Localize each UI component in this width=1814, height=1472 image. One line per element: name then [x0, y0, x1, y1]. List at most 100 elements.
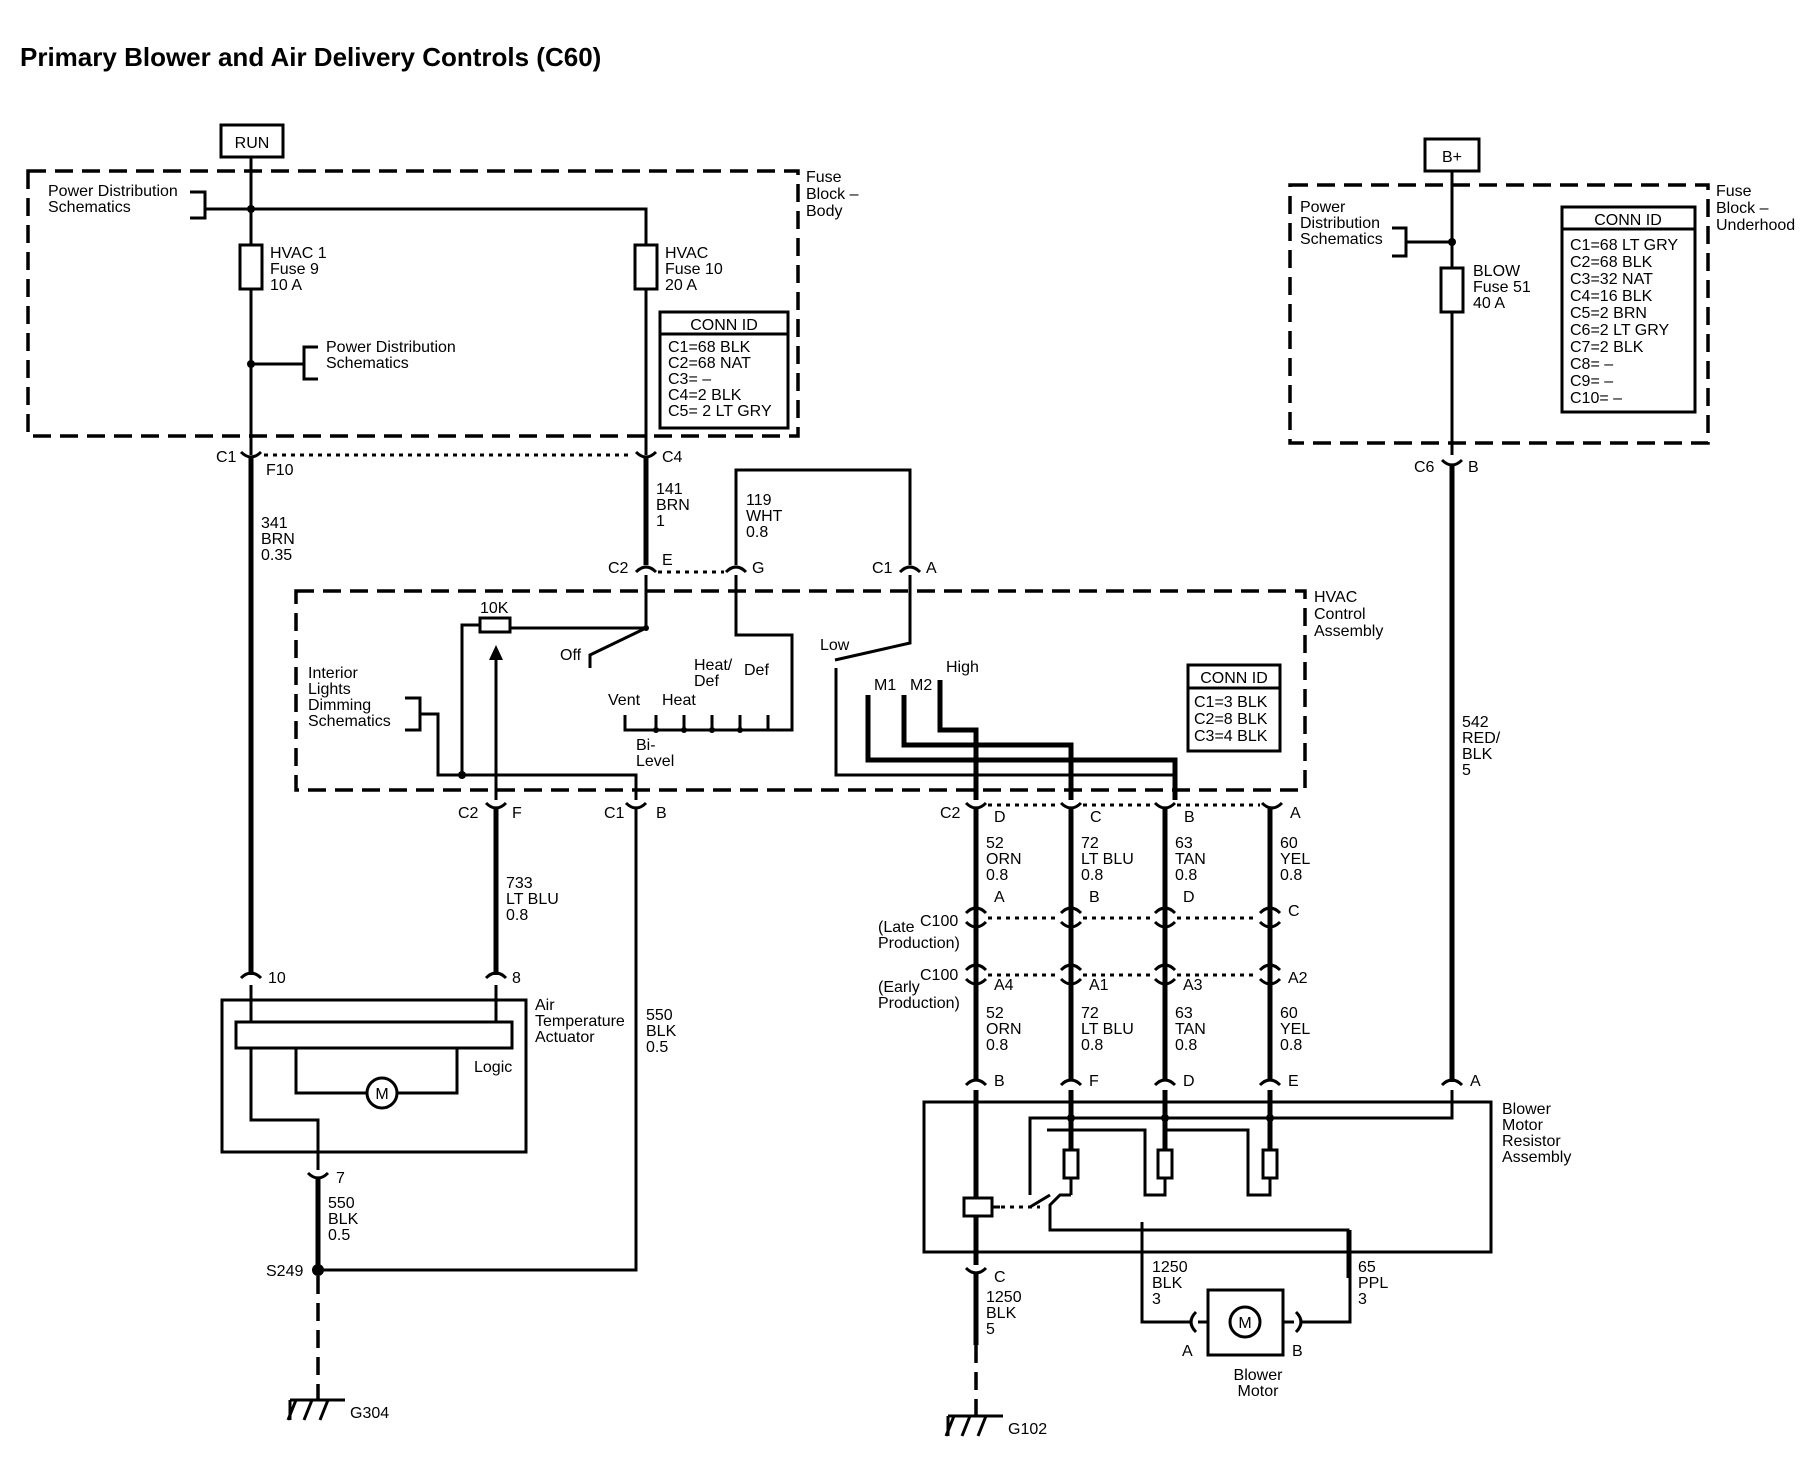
pin-label: 8 [512, 970, 521, 987]
wire-label: 341 [261, 515, 288, 532]
conn-id-title: CONN ID [1200, 670, 1268, 687]
fuse-block-underhood-outline [1288, 183, 1710, 445]
splice-dot [1266, 1114, 1274, 1122]
splice-dot [1161, 1114, 1169, 1122]
conn-id-row: C2=68 NAT [668, 355, 751, 372]
fuse-9-label: HVAC 1 [270, 245, 327, 262]
connector-c2-f [484, 801, 508, 810]
actuator-motor-icon [365, 1076, 399, 1110]
connector-blower-motor [1189, 1310, 1303, 1334]
connector-c1-b [624, 801, 648, 810]
actuator-label: Actuator [535, 1029, 595, 1046]
fuse-block-body-label: Body [806, 203, 842, 220]
conn-label: B [1184, 809, 1195, 826]
ild-label: Schematics [308, 713, 391, 730]
conn-label: E [662, 552, 673, 569]
conn-id-hvac-table [1186, 663, 1282, 753]
wire-label: 1250 [1152, 1259, 1188, 1276]
conn-label: (Late [878, 919, 915, 936]
wire-label: 72 [1081, 835, 1099, 852]
actuator-label: Air [535, 997, 555, 1014]
conn-label: C1 [604, 805, 625, 822]
conn-label: C100 [920, 967, 958, 984]
fuse-10-label: Fuse 10 [665, 261, 723, 278]
wire-label: BRN [656, 497, 690, 514]
conn-id-row: C1=3 BLK [1194, 694, 1268, 711]
wire-label: LT BLU [1081, 851, 1134, 868]
wire-label: 1 [656, 513, 665, 530]
conn-label: C2 [458, 805, 479, 822]
resistor-element [1261, 1148, 1279, 1180]
wire-label: 0.8 [1280, 1037, 1302, 1054]
wire-label: 0.8 [1175, 1037, 1197, 1054]
conn-label: A1 [1089, 977, 1109, 994]
wire-label: ORN [986, 1021, 1022, 1038]
conn-label: G [752, 560, 764, 577]
fuse-10 [633, 243, 659, 291]
splice-s249 [312, 1264, 324, 1276]
wire-label: BLK [1152, 1275, 1183, 1292]
switch-label: Heat [662, 692, 696, 709]
connector-c6-b [1440, 458, 1464, 467]
conn-label: C4 [662, 449, 683, 466]
fuse-10-label: 20 A [665, 277, 697, 294]
conn-label: D [1183, 1073, 1195, 1090]
actuator-pins [249, 985, 498, 1022]
wire-labels-lower: 52 ORN 0.8 72 LT BLU 0.8 63 TAN 0.8 60 Y… [986, 1005, 1310, 1054]
conn-label: F10 [266, 462, 294, 479]
resistor-assy-label: Blower [1502, 1101, 1552, 1118]
conn-label: A4 [994, 977, 1014, 994]
wire-label: 3 [1358, 1291, 1367, 1308]
conn-id-row: C4=16 BLK [1570, 288, 1653, 305]
conn-id-row: C6=2 LT GRY [1570, 322, 1669, 339]
wire-label: RED/ [1462, 730, 1501, 747]
ild-label: Interior [308, 665, 358, 682]
wire-119 [734, 468, 912, 565]
connector-c4 [634, 450, 658, 459]
pds-label: Schematics [1300, 231, 1383, 248]
conn-label: B [1292, 1343, 1303, 1360]
wire-1250-motor [1140, 1278, 1190, 1324]
wire-label: LT BLU [1081, 1021, 1134, 1038]
fuse-51-label: BLOW [1473, 263, 1521, 280]
wire-label: 141 [656, 481, 683, 498]
wire-label: 5 [1462, 762, 1471, 779]
conn-id-row: C5=2 BRN [1570, 305, 1647, 322]
ground-g304-icon [286, 1398, 345, 1421]
pds-label: Power [1300, 199, 1346, 216]
wire-label: 60 [1280, 835, 1298, 852]
wire-resistor-left [460, 623, 480, 775]
conn-label: D [1183, 889, 1195, 906]
pds-label: Schematics [48, 199, 131, 216]
switch-label: Bi- [636, 737, 656, 754]
wire-label: BRN [261, 531, 295, 548]
switch-label: High [946, 659, 979, 676]
splice-label: S249 [266, 1263, 303, 1280]
wire-mode-bus [623, 575, 794, 732]
switch-label: M2 [910, 677, 932, 694]
blower-switch-blade [834, 575, 912, 662]
switch-label: Vent [608, 692, 641, 709]
wire-label: 63 [1175, 1005, 1193, 1022]
wire-label: BLK [986, 1305, 1017, 1322]
wire-labels-upper: 52 ORN 0.8 72 LT BLU 0.8 63 TAN 0.8 60 Y… [986, 835, 1310, 884]
conn-id-row: C8= – [1570, 356, 1613, 373]
pin-label: 7 [336, 1170, 345, 1187]
wire-label: 63 [1175, 835, 1193, 852]
connector-resistor-assembly [964, 1078, 1464, 1087]
wire-label: 550 [646, 1007, 673, 1024]
splice-dot [458, 771, 466, 779]
ild-bracket [405, 696, 422, 732]
wire-label: 0.8 [1081, 1037, 1103, 1054]
resistor-output [1048, 1193, 1350, 1278]
actuator-logic-label: Logic [474, 1059, 512, 1076]
wire-label: LT BLU [506, 891, 559, 908]
bplus-label: B+ [1442, 149, 1462, 166]
bplus-box [1423, 137, 1481, 173]
wire-label: 52 [986, 1005, 1004, 1022]
conn-id-row: C5= 2 LT GRY [668, 403, 772, 420]
resistor-element [1156, 1148, 1174, 1180]
conn-label: Production) [878, 995, 960, 1012]
connector-c1-a [898, 565, 922, 574]
